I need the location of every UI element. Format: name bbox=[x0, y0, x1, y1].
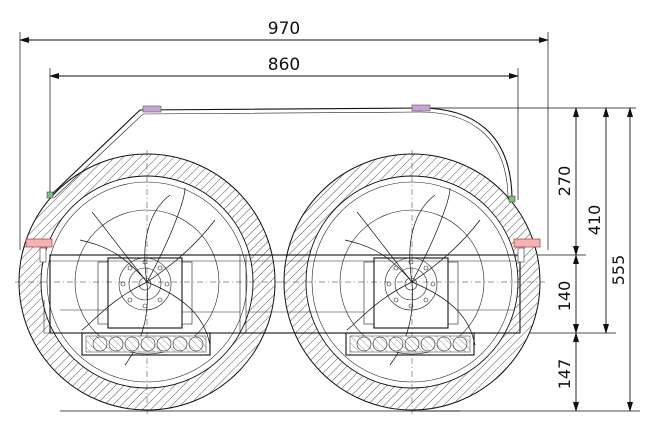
upper-cover bbox=[46, 104, 516, 203]
dimension-555: 555 bbox=[609, 107, 633, 412]
dimension-860: 860 bbox=[49, 55, 519, 200]
left-motor bbox=[60, 257, 240, 329]
right-wheel bbox=[280, 150, 545, 414]
dimension-410-label: 410 bbox=[585, 205, 604, 236]
side-sensors bbox=[25, 238, 541, 263]
dimension-140-label: 140 bbox=[555, 281, 574, 312]
dimension-147-label: 147 bbox=[555, 359, 574, 390]
dimension-147: 147 bbox=[555, 332, 579, 412]
dimension-270: 270 bbox=[555, 107, 579, 256]
dimension-555-label: 555 bbox=[609, 255, 628, 286]
dimension-140: 140 bbox=[555, 254, 579, 334]
dimension-410: 410 bbox=[585, 107, 609, 334]
right-battery-pack bbox=[345, 332, 475, 356]
dimension-970-label: 970 bbox=[268, 19, 300, 39]
right-motor bbox=[246, 257, 515, 329]
dimension-270-label: 270 bbox=[555, 166, 574, 197]
left-battery-pack bbox=[81, 332, 211, 356]
dimension-860-label: 860 bbox=[268, 55, 300, 75]
dimension-970: 970 bbox=[19, 19, 549, 250]
left-wheel bbox=[15, 150, 280, 414]
